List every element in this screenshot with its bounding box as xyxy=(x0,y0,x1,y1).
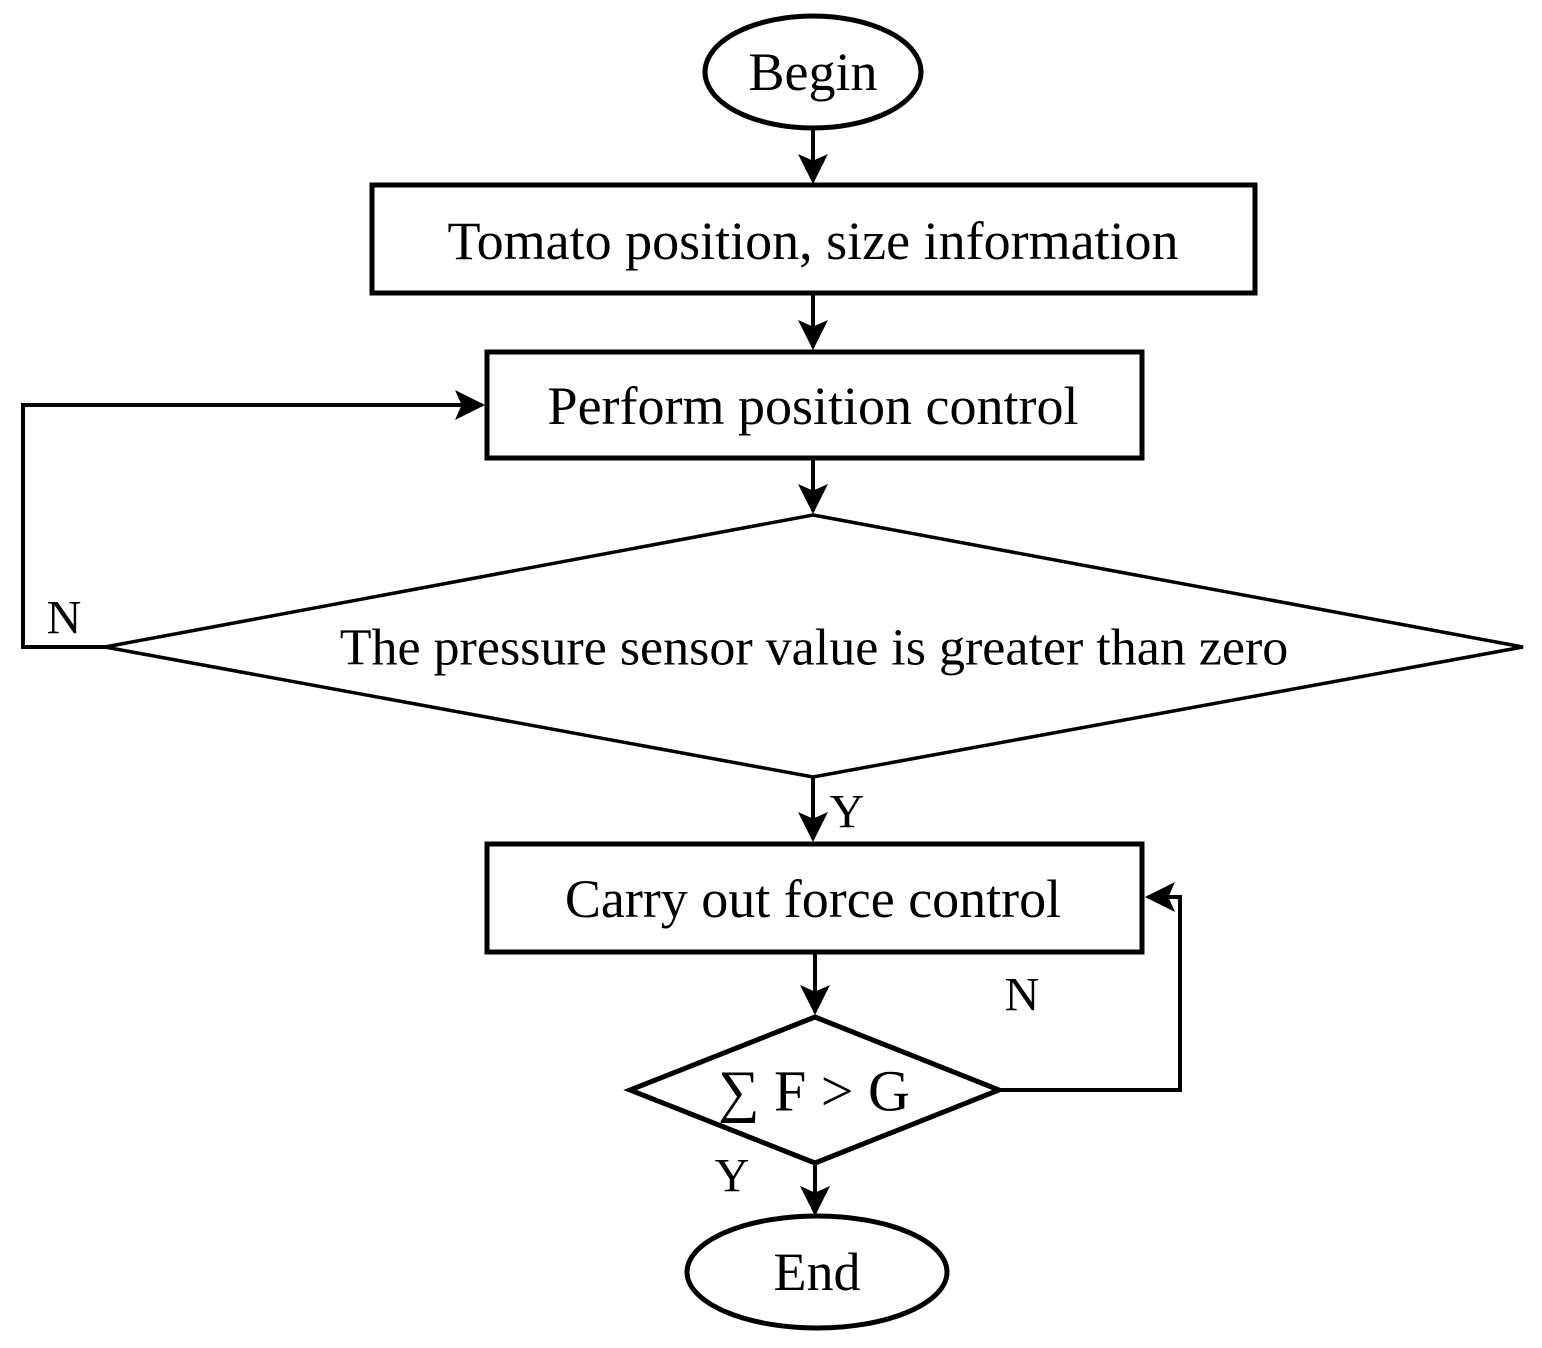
tomato-info-label: Tomato position, size information xyxy=(447,211,1178,271)
begin-label: Begin xyxy=(749,42,878,102)
pressure-decision-diamond xyxy=(104,513,1524,779)
force-control-process xyxy=(484,841,1145,955)
force-decision-diamond xyxy=(623,1014,1006,1166)
begin-terminator xyxy=(702,13,924,131)
end-terminator xyxy=(684,1213,950,1331)
force-no-label: N xyxy=(1005,969,1040,1022)
position-control-label: Perform position control xyxy=(548,376,1079,436)
edge-decision-no-loop xyxy=(21,390,485,649)
tomato-info-process xyxy=(369,182,1258,296)
pressure-no-label: N xyxy=(47,592,82,645)
force-decision-label: ∑ F > G xyxy=(718,1059,910,1124)
pressure-decision-label: The pressure sensor value is greater tha… xyxy=(340,620,1289,677)
edge-decision2-no-loop xyxy=(999,882,1182,1092)
position-control-process xyxy=(484,349,1145,461)
end-label: End xyxy=(774,1242,861,1302)
force-control-label: Carry out force control xyxy=(565,869,1061,929)
force-yes-label: Y xyxy=(715,1150,750,1203)
pressure-yes-label: Y xyxy=(830,786,865,839)
